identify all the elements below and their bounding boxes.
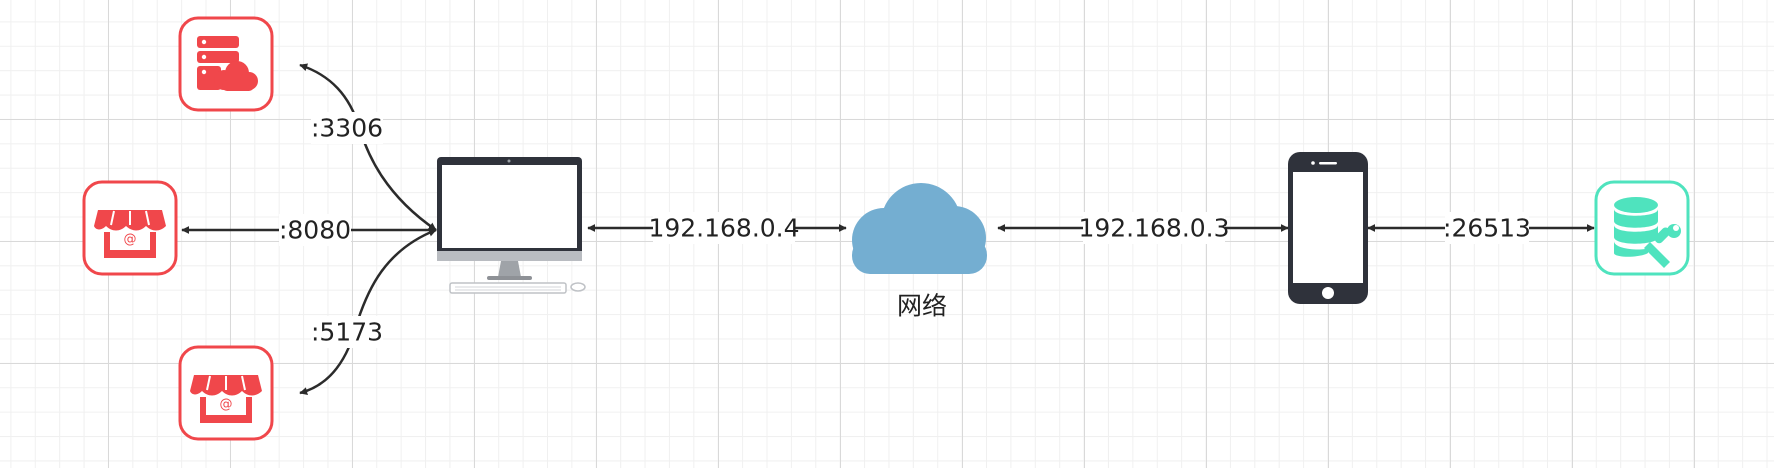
edge-label-8080-text: :8080 [279, 216, 351, 245]
edge-label-ip-desktop-text: 192.168.0.4 [648, 214, 799, 243]
edge-label-26513: :26513 [1443, 212, 1531, 244]
desktop-computer-icon[interactable] [437, 157, 586, 294]
edge-label-8080: :8080 [279, 214, 351, 246]
edge-desktop-shop-5173 [299, 228, 437, 396]
edge-label-26513-text: :26513 [1443, 214, 1531, 243]
network-label: 网络 [897, 292, 947, 321]
edge-label-ip-desktop: 192.168.0.4 [648, 212, 800, 244]
edge-label-5173: :5173 [311, 316, 383, 348]
server-cloud-icon[interactable] [178, 16, 274, 112]
database-wrench-icon[interactable] [1594, 180, 1690, 276]
shop-8080-icon[interactable]: @ [82, 180, 178, 276]
edge-desktop-server [299, 63, 437, 232]
cloud-icon[interactable] [852, 183, 987, 274]
edge-label-3306-text: :3306 [311, 114, 383, 143]
smartphone-icon[interactable] [1288, 152, 1368, 304]
svg-text:@: @ [124, 232, 137, 247]
edge-label-3306: :3306 [311, 112, 383, 144]
edge-label-5173-text: :5173 [311, 318, 383, 347]
edge-label-ip-phone: 192.168.0.3 [1078, 212, 1230, 244]
edge-label-ip-phone-text: 192.168.0.3 [1078, 214, 1229, 243]
shop-5173-icon[interactable]: @ [178, 345, 274, 441]
svg-text:@: @ [220, 397, 233, 412]
